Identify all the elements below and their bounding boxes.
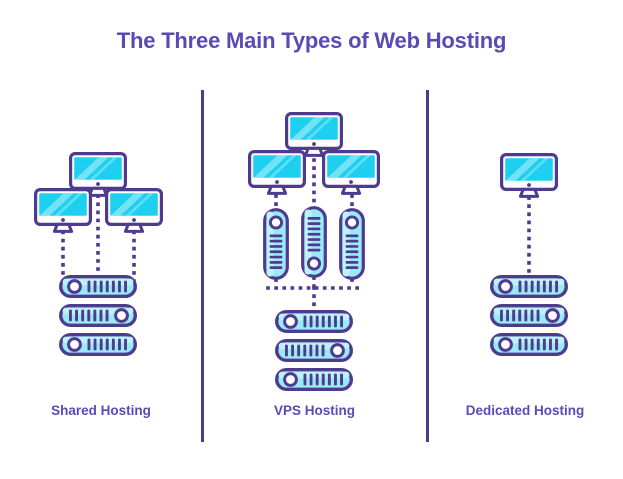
monitor-left-shared [36, 190, 91, 232]
server-stack-vps [275, 310, 353, 391]
vps-node-right [339, 208, 365, 280]
page-title: The Three Main Types of Web Hosting [116, 28, 507, 53]
panel-label-dedicated: Dedicated Hosting [465, 403, 585, 418]
server-stack-shared [59, 275, 137, 356]
panel-label-vps: VPS Hosting [273, 403, 355, 418]
connector-lines-vps [266, 158, 362, 314]
vps-node-center [301, 206, 327, 278]
monitor-right-shared [107, 190, 162, 232]
monitor-dedicated [502, 155, 557, 197]
server-stack-dedicated [490, 275, 568, 356]
panel-divider-1 [201, 90, 204, 442]
panel-divider-2 [426, 90, 429, 442]
panel-label-shared: Shared Hosting [51, 403, 151, 418]
vps-node-left [263, 208, 289, 280]
panel-vps-hosting-art [250, 114, 379, 391]
panel-dedicated-hosting-art [490, 155, 568, 356]
monitor-right-vps [324, 152, 379, 194]
panel-shared-hosting-art [36, 154, 162, 356]
monitor-left-vps [250, 152, 305, 194]
monitor-top-vps [287, 114, 342, 156]
